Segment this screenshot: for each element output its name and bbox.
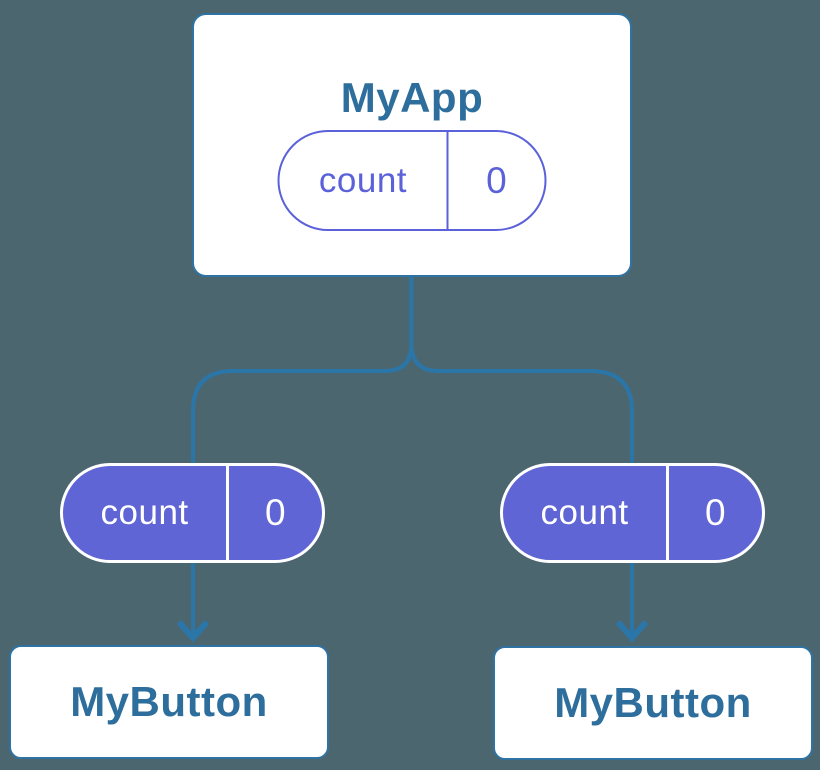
- root-component-title: MyApp: [340, 74, 484, 121]
- prop-pill-label: count: [540, 493, 629, 532]
- connector-left-branch: [191, 275, 414, 637]
- child-component-title: MyButton: [554, 679, 752, 726]
- child-component-title: MyButton: [70, 678, 268, 725]
- pill-divider: [446, 132, 449, 229]
- arrow-down-left-icon: [176, 620, 210, 643]
- state-pill-value: 0: [486, 159, 507, 201]
- connector-right-branch: [409, 275, 634, 637]
- prop-pill-value: 0: [265, 492, 286, 533]
- pill-divider: [666, 466, 669, 560]
- state-pill-label: count: [318, 160, 408, 200]
- prop-pill-left: count 0: [60, 463, 325, 563]
- pill-divider: [226, 466, 229, 560]
- arrow-down-right-icon: [615, 620, 649, 643]
- child-component-card-right: MyButton: [493, 646, 813, 760]
- child-component-card-left: MyButton: [9, 645, 329, 759]
- prop-pill-label: count: [100, 493, 189, 532]
- prop-pill-value: 0: [705, 492, 726, 533]
- root-component-card: MyApp count 0: [192, 13, 632, 277]
- prop-pill-right: count 0: [500, 463, 765, 563]
- state-pill: count 0: [277, 130, 547, 231]
